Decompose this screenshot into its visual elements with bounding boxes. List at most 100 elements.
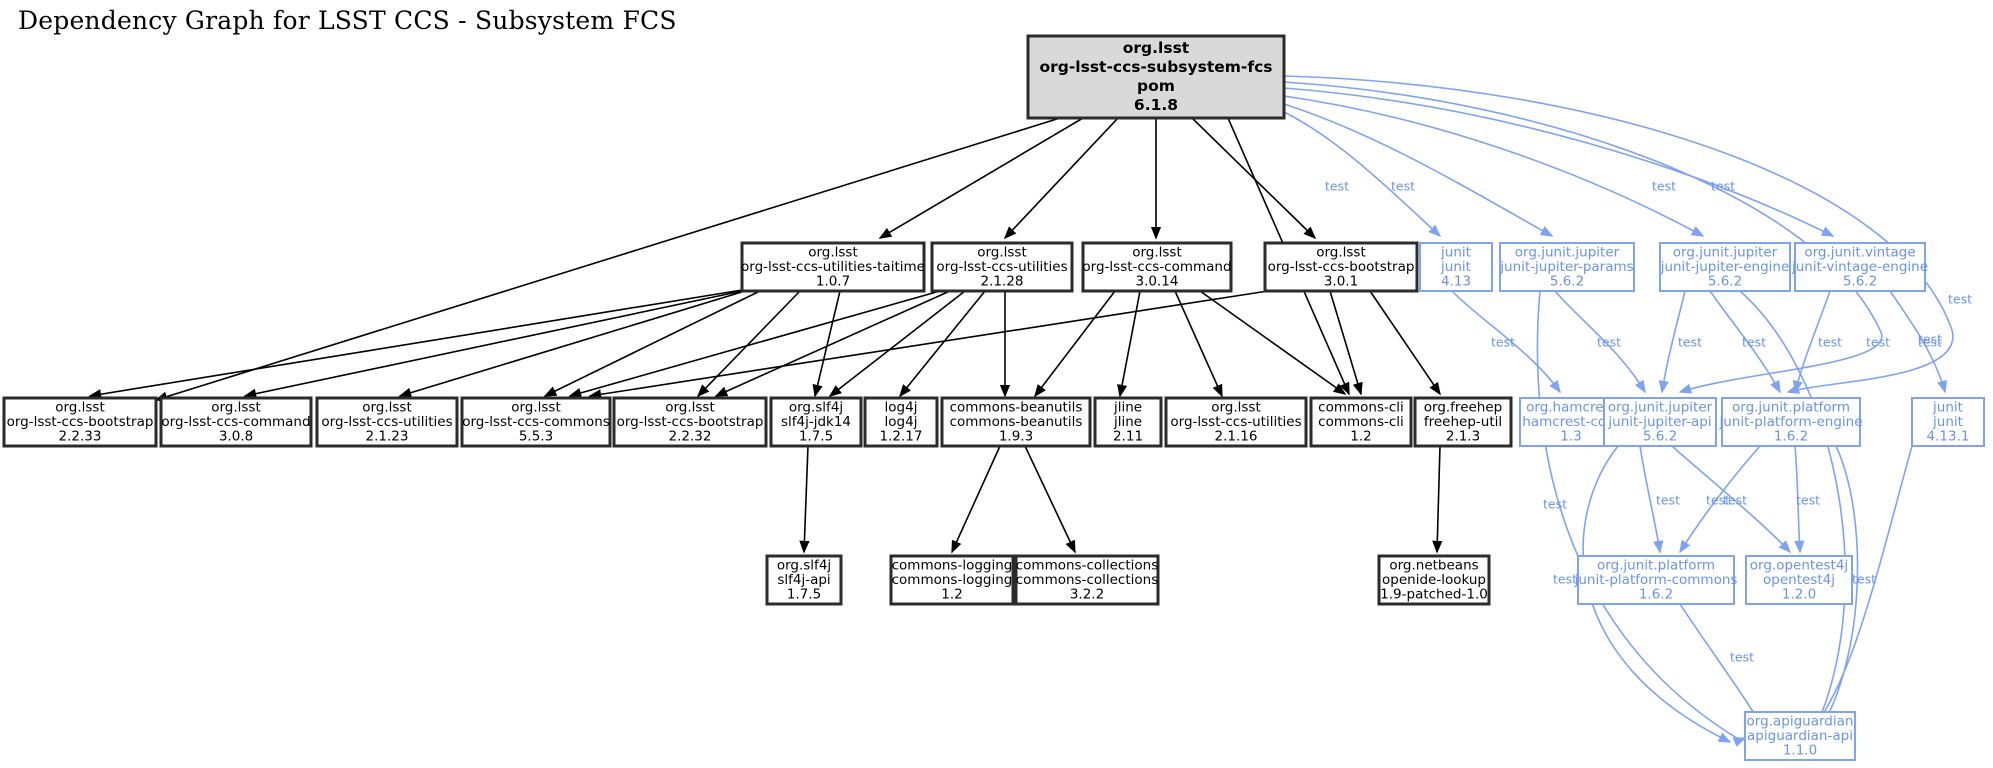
node-line-0: org.lsst (665, 399, 715, 415)
node-box[interactable] (1413, 396, 1513, 448)
node-box[interactable] (1744, 711, 1856, 761)
node-box[interactable] (930, 241, 1074, 293)
graph-node-jupiter-engine[interactable]: org.junit.jupiterjunit-jupiter-engine5.6… (1659, 242, 1791, 292)
dependency-edge (243, 290, 743, 399)
graph-node-jupiter-params[interactable]: org.junit.jupiterjunit-jupiter-params5.6… (1499, 242, 1635, 292)
graph-node-platform-commons[interactable]: org.junit.platformjunit-platform-commons… (1574, 555, 1738, 605)
node-box[interactable] (889, 554, 1015, 606)
edge-scope-label: test (1656, 493, 1680, 508)
dependency-edge (1658, 290, 1686, 394)
nodes-layer: org.lsstorg-lsst-ccs-subsystem-fcspom6.1… (2, 34, 1985, 761)
node-box[interactable] (1577, 555, 1735, 605)
node-line-0: commons-cli (1318, 399, 1404, 415)
node-line-0: org.slf4j (777, 557, 831, 573)
node-line-3: 6.1.8 (1134, 96, 1178, 114)
graph-node-root[interactable]: org.lsstorg-lsst-ccs-subsystem-fcspom6.1… (1026, 34, 1286, 120)
node-box[interactable] (159, 396, 313, 448)
node-line-0: org.netbeans (1389, 557, 1478, 573)
graph-node-platform-engine[interactable]: org.junit.platformjunit-platform-engine1… (1718, 397, 1863, 447)
node-box[interactable] (1419, 242, 1493, 292)
node-line-2: 1.9-patched-1.0 (1380, 587, 1488, 603)
node-box[interactable] (612, 396, 768, 448)
graph-node-openide-lookup[interactable]: org.netbeansopenide-lookup1.9-patched-1.… (1377, 554, 1491, 606)
node-line-1: junit-jupiter-engine (1660, 259, 1790, 275)
node-line-0: org.lsst (808, 244, 858, 260)
node-box[interactable] (1093, 396, 1163, 448)
node-box[interactable] (1745, 555, 1853, 605)
node-line-0: commons-logging (892, 557, 1013, 573)
node-line-1: org-lsst-ccs-utilities (321, 414, 452, 430)
edge-scope-label: test (1796, 493, 1820, 508)
node-box[interactable] (2, 396, 158, 448)
node-line-0: org.junit.jupiter (1673, 244, 1778, 260)
edge-scope-label: test (1652, 179, 1676, 194)
node-line-2: 1.2.17 (880, 429, 923, 445)
node-line-1: org-lsst-ccs-bootstrap (1268, 259, 1415, 275)
node-line-2: 5.6.2 (1708, 274, 1742, 290)
node-line-0: org.junit.platform (1597, 557, 1715, 573)
dependency-edge (1034, 290, 1116, 398)
node-box[interactable] (740, 241, 926, 293)
node-line-1: commons-logging (892, 572, 1013, 588)
node-box[interactable] (769, 396, 863, 448)
page-title: Dependency Graph for LSST CCS - Subsyste… (18, 6, 677, 35)
node-box[interactable] (765, 554, 843, 606)
node-box[interactable] (1309, 396, 1413, 448)
node-box[interactable] (1721, 397, 1861, 447)
node-line-2: 1.0.7 (816, 274, 850, 290)
node-box[interactable] (1026, 34, 1286, 120)
node-line-2: 1.7.5 (799, 429, 833, 445)
graph-node-vintage-engine[interactable]: org.junit.vintagejunit-vintage-engine5.6… (1791, 242, 1928, 292)
node-box[interactable] (1499, 242, 1635, 292)
node-box[interactable] (1911, 397, 1985, 447)
node-line-2: 3.0.14 (1136, 274, 1179, 290)
node-line-0: org.junit.vintage (1804, 244, 1915, 260)
node-box[interactable] (1081, 241, 1233, 293)
node-box[interactable] (1014, 554, 1160, 606)
edge-scope-label: test (1723, 493, 1747, 508)
node-box[interactable] (460, 396, 612, 448)
node-box[interactable] (1794, 242, 1926, 292)
node-line-1: org-lsst-ccs-bootstrap (617, 414, 764, 430)
node-line-2: 1.9.3 (999, 429, 1033, 445)
node-box[interactable] (1603, 397, 1717, 447)
graph-node-utilities-taitime[interactable]: org.lsstorg-lsst-ccs-utilities-taitime1.… (740, 241, 926, 293)
node-box[interactable] (1659, 242, 1791, 292)
dependency-edge (154, 117, 1061, 402)
node-line-2: 3.0.1 (1324, 274, 1358, 290)
edge-scope-label: test (1742, 335, 1766, 350)
node-box[interactable] (1164, 396, 1308, 448)
node-box[interactable] (315, 396, 459, 448)
graph-node-commons-collections[interactable]: commons-collectionscommons-collections3.… (1014, 554, 1160, 606)
edge-scope-label: test (1730, 650, 1754, 665)
node-box[interactable] (1263, 241, 1419, 293)
dependency-edge (1329, 290, 1363, 396)
dependency-edge (1639, 445, 1664, 554)
node-box[interactable] (940, 396, 1092, 448)
node-box[interactable] (1377, 554, 1491, 606)
edge-scope-label: test (1325, 179, 1349, 194)
node-box[interactable] (863, 396, 939, 448)
